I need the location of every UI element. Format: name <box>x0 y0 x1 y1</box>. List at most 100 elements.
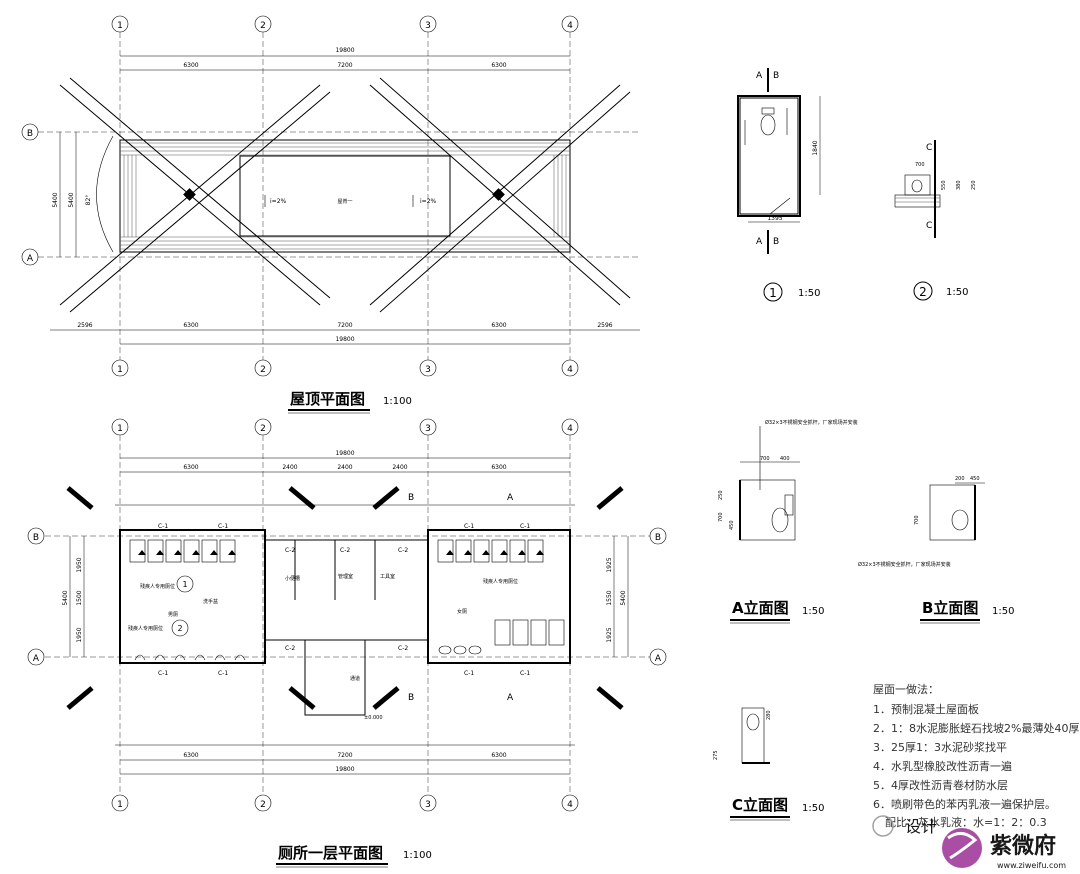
room-label: 残疾人专用厕位 <box>140 583 175 590</box>
grid-label: 4 <box>567 21 573 31</box>
section-label: B <box>773 237 779 247</box>
dim-depth: 1950 <box>76 557 83 572</box>
note-item: 5．4厚改性沥青卷材防水层 <box>873 778 1008 792</box>
dim-total: 19800 <box>335 336 354 343</box>
elevation-a-scale: 1:50 <box>802 606 824 617</box>
grid-label: A <box>27 254 34 264</box>
grid-label: 1 <box>117 21 123 31</box>
section-label: B <box>773 71 779 81</box>
floor-plan-title: 厕所一层平面图 <box>278 844 383 862</box>
level-mark: ±0.000 <box>364 715 383 721</box>
room-label: 男厕 <box>168 612 178 618</box>
dim-top: 6300 <box>183 464 198 471</box>
room-label: 管理室 <box>338 573 353 580</box>
grid-label: 3 <box>425 365 431 375</box>
dim-top: 2400 <box>337 464 352 471</box>
roof-hatching <box>120 142 570 250</box>
dim-span: 7200 <box>337 62 352 69</box>
section-label: A <box>756 71 763 81</box>
elevation-note: Ø32×3不锈钢安全抓杆，厂家现场并安装 <box>858 561 951 568</box>
room-label: 小便槽 <box>285 575 300 582</box>
dim-depth: 5400 <box>620 590 627 605</box>
grid-label: B <box>655 533 661 543</box>
note-item: 2．1：8水泥膨胀蛭石找坡2%最薄处40厚 <box>873 721 1079 735</box>
dim: 1395 <box>767 215 782 222</box>
grid-label: 3 <box>425 424 431 434</box>
roof-plan-title: 屋顶平面图 <box>290 390 365 408</box>
roof-top-grid-bubbles: 1 2 3 4 <box>111 15 579 33</box>
detail-ref: 1 <box>182 580 187 589</box>
male-toilet-wall <box>119 529 266 664</box>
passage <box>304 639 366 716</box>
section-label: A <box>507 693 514 703</box>
section-label: B <box>408 493 414 503</box>
window-label: C-2 <box>285 547 295 554</box>
elevation-c: 280 275 C立面图 1:50 <box>713 707 824 821</box>
elevation-c-title: C立面图 <box>732 796 788 814</box>
grid-label: 3 <box>425 21 431 31</box>
dim: 700 <box>718 512 724 522</box>
grid-label: B <box>27 129 33 139</box>
elevation-a-title: A立面图 <box>732 599 789 617</box>
grid-label: 3 <box>425 800 431 810</box>
dim-bottom: 7200 <box>337 752 352 759</box>
floor-plan-scale: 1:100 <box>403 850 432 861</box>
grid-label: 4 <box>567 424 573 434</box>
brand-logo-icon <box>942 828 982 868</box>
grid-label: A <box>655 654 662 664</box>
grid-label: 1 <box>117 424 123 434</box>
note-item: 4．水乳型橡胶改性沥青一遍 <box>873 759 1012 773</box>
dim: 275 <box>713 750 719 760</box>
room-label: 残疾人专用厕位 <box>483 578 518 585</box>
note-item: 6．喷刷带色的苯丙乳液一遍保护层。 <box>873 797 1056 811</box>
elevation-b: 200 450 700 Ø32×3不锈钢安全抓杆，厂家现场并安装 B立面图 1:… <box>858 476 1014 624</box>
dim-span: 6300 <box>183 62 198 69</box>
elevation-a: Ø32×3不锈钢安全抓杆，厂家现场并安装 700 400 250 700 450… <box>718 419 858 624</box>
grid-label: 1 <box>117 800 123 810</box>
dim: 700 <box>915 162 925 168</box>
grid-label: B <box>33 533 39 543</box>
dim-depth: 5400 <box>62 590 69 605</box>
dim-total: 19800 <box>335 450 354 457</box>
note-item: 配比：灰水乳液：水=1：2：0.3 <box>885 815 1047 829</box>
dim: 400 <box>780 456 790 462</box>
section-label: B <box>408 693 414 703</box>
window-label: C-1 <box>520 523 530 530</box>
grid-label: 1 <box>117 365 123 375</box>
window-label: C-2 <box>285 645 295 652</box>
wechat-icon <box>872 815 894 837</box>
slope-label: i=2% <box>420 198 437 205</box>
grid-label: 4 <box>567 800 573 810</box>
dim-span: 6300 <box>491 62 506 69</box>
note-item: 3．25厚1：3水泥砂浆找平 <box>873 740 1007 754</box>
roof-label: 屋脊一 <box>337 198 352 205</box>
roof-outline <box>119 139 571 253</box>
brand-name: 紫微府 <box>990 833 1056 859</box>
window-label: C-1 <box>158 523 168 530</box>
dim-total: 19800 <box>335 766 354 773</box>
window-label: C-2 <box>398 547 408 554</box>
dim-depth: 1925 <box>606 627 613 642</box>
detail-number: 1 <box>769 286 777 300</box>
elevation-note: Ø32×3不锈钢安全抓杆，厂家现场并安装 <box>765 419 858 426</box>
grid-label: 2 <box>260 800 266 810</box>
dim-bottom: 2596 <box>77 322 92 329</box>
roof-center-panel <box>239 155 451 237</box>
section-label: C <box>926 221 932 231</box>
window-label: C-1 <box>218 523 228 530</box>
dim-depth: 1950 <box>76 627 83 642</box>
detail-number: 2 <box>919 285 927 299</box>
dim: 1840 <box>812 140 819 155</box>
room-label: 洗手盆 <box>203 598 218 605</box>
dim-bottom: 6300 <box>491 322 506 329</box>
dim-depth: 1500 <box>76 590 83 605</box>
window-label: C-1 <box>218 670 228 677</box>
watermark-text: 设计 <box>905 817 937 836</box>
dim: 380 <box>956 180 962 190</box>
dim-top: 2400 <box>392 464 407 471</box>
dim-bottom: 7200 <box>337 322 352 329</box>
detail-2: C C 700 550 380 250 2 1:50 <box>894 140 977 301</box>
dim-depth: 1550 <box>606 590 613 605</box>
dim: 250 <box>718 490 724 500</box>
